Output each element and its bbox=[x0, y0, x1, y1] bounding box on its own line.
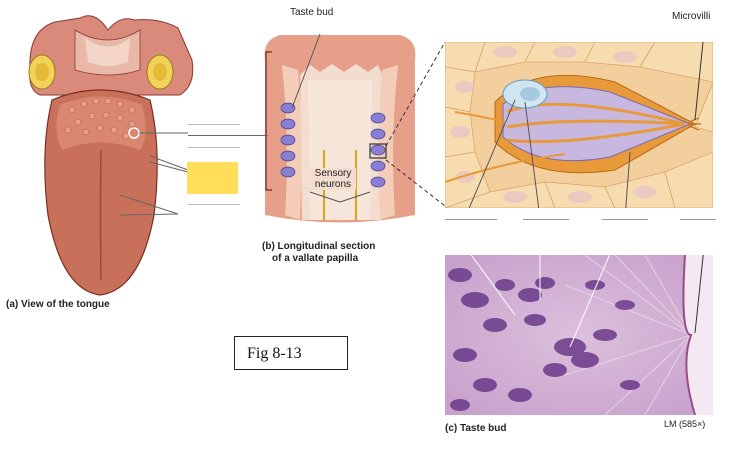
highlight-box bbox=[187, 162, 238, 194]
figure-id-box: Fig 8-13 bbox=[234, 336, 348, 370]
taste-bud-label: Taste bud bbox=[290, 7, 334, 18]
label-line-c3 bbox=[602, 219, 648, 220]
sensory-neurons-label: Sensory neurons bbox=[310, 168, 356, 190]
label-line-c4 bbox=[680, 219, 716, 220]
label-line-b1 bbox=[188, 135, 268, 136]
taste-bud-micrograph bbox=[445, 255, 713, 415]
label-line-c1 bbox=[445, 219, 497, 220]
caption-b-line1: (b) Longitudinal section bbox=[262, 241, 376, 252]
magnification-label: LM (585×) bbox=[664, 419, 706, 429]
microvilli-label: Microvilli bbox=[672, 11, 711, 22]
taste-bud-illustration bbox=[445, 42, 713, 208]
caption-b-line2: of a vallate papilla bbox=[272, 253, 359, 264]
label-line-a3 bbox=[188, 204, 240, 205]
tongue-illustration bbox=[28, 15, 194, 296]
label-line-a2 bbox=[188, 147, 240, 148]
label-line-a1 bbox=[188, 124, 240, 125]
label-line-c2 bbox=[523, 219, 569, 220]
caption-a: (a) View of the tongue bbox=[6, 299, 110, 310]
caption-c: (c) Taste bud bbox=[445, 423, 507, 434]
